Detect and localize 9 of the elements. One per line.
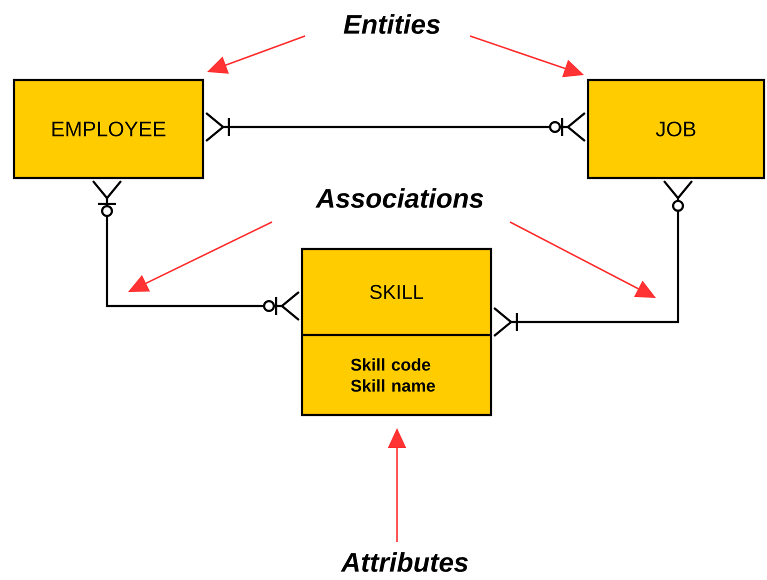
annotation-text: Associations — [315, 188, 484, 208]
entity-box: SKILL Skill code Skill name — [300, 248, 492, 416]
relationship-line — [205, 112, 586, 142]
annotation-text: Attributes — [340, 552, 468, 572]
annotation-text: Entities — [344, 14, 440, 34]
relationship-line — [493, 180, 693, 337]
entity-box: EMPLOYEE — [12, 78, 204, 180]
relationship-line — [92, 180, 300, 321]
entity-box: JOB — [586, 78, 766, 180]
